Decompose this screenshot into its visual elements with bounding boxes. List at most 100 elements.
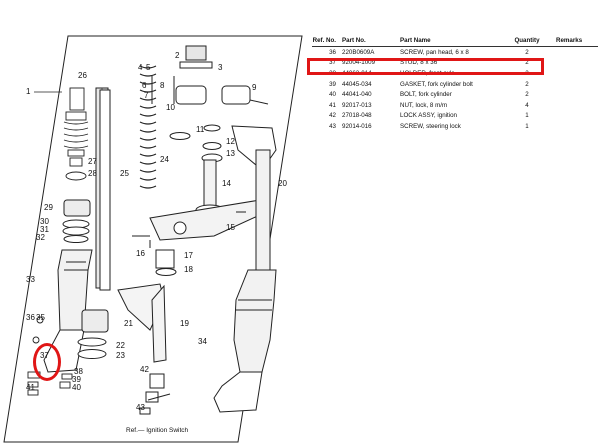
callout-23: 23	[116, 351, 125, 360]
callout-4: 4	[138, 63, 143, 72]
callout-9: 9	[252, 83, 257, 92]
callout-26: 26	[78, 71, 87, 80]
callout-30: 30	[40, 217, 49, 226]
callout-42: 42	[140, 365, 149, 374]
callout-21: 21	[124, 319, 133, 328]
headlight-bracket	[117, 283, 167, 363]
part-no-cell: 92004-1009	[342, 59, 376, 67]
quantity-cell: 4	[525, 101, 529, 109]
part-no-cell: 92017-013	[342, 101, 372, 109]
callout-12: 12	[226, 137, 235, 146]
callout-5: 5	[146, 63, 151, 72]
part-name-cell: STUD, 8 x 36	[400, 59, 438, 67]
part-name-cell: SCREW, steering lock	[400, 122, 461, 130]
callout-13: 13	[226, 149, 235, 158]
part-name-cell: SCREW, pan head, 6 x 8	[400, 48, 469, 56]
callout-3: 3	[218, 63, 223, 72]
callout-19: 19	[180, 319, 189, 328]
header-ref: Ref. No.	[312, 36, 336, 44]
table-row: 42 27018-048 LOCK ASSY, ignition 1	[312, 111, 598, 122]
callout-17: 17	[184, 251, 193, 260]
part-no-cell: 220B0609A	[342, 48, 375, 56]
callout-29: 29	[44, 203, 53, 212]
callout-1: 1	[26, 87, 31, 96]
parts-table-header: Ref. No. Part No. Part Name Quantity Rem…	[312, 34, 598, 47]
ref-cell: 41	[329, 101, 336, 109]
fork-inner-tube	[99, 89, 111, 291]
callout-18: 18	[184, 265, 193, 274]
part-name-cell: LOCK ASSY, ignition	[400, 112, 457, 120]
part-name-cell: BOLT, fork cylinder	[400, 91, 452, 99]
highlight-box	[307, 58, 544, 75]
callout-8: 8	[160, 81, 165, 90]
table-row: 37 92004-1009 STUD, 8 x 36 2	[312, 58, 598, 69]
fork-seals	[62, 199, 91, 243]
highlight-ring	[33, 343, 61, 381]
quantity-cell: 2	[525, 91, 529, 99]
quantity-cell: 2	[525, 48, 529, 56]
table-row: 36 220B0609A SCREW, pan head, 6 x 8 2	[312, 47, 598, 58]
ignition-switch-inset	[139, 373, 171, 415]
stem-hardware	[132, 211, 246, 276]
quantity-cell: 1	[525, 112, 529, 120]
callout-22: 22	[116, 341, 125, 350]
steering-stem	[149, 159, 263, 241]
header-qty: Quantity	[514, 36, 540, 44]
table-row: 43 92014-016 SCREW, steering lock 1	[312, 121, 598, 132]
callout-32: 32	[36, 233, 45, 242]
quantity-cell: 1	[525, 122, 529, 130]
callout-16: 16	[136, 249, 145, 258]
fork-spring	[139, 65, 157, 189]
callout-2: 2	[175, 51, 180, 60]
header-remarks: Remarks	[556, 36, 583, 44]
table-row: 41 92017-013 NUT, lock, 8 m/m 4	[312, 100, 598, 111]
right-fork-assembly	[213, 125, 277, 413]
axle-hardware	[27, 316, 73, 396]
diagram-frame	[3, 35, 303, 443]
callout-41: 41	[26, 383, 35, 392]
ref-cell: 43	[329, 122, 336, 130]
callout-38: 38	[74, 367, 83, 376]
part-no-cell: 44045-034	[342, 80, 372, 88]
callout-25: 25	[120, 169, 129, 178]
inset-caption: Ref.— Ignition Switch	[126, 427, 189, 434]
callout-43: 43	[136, 403, 145, 412]
ref-cell: 39	[329, 80, 336, 88]
callout-33: 33	[26, 275, 35, 284]
dust-rings	[77, 309, 109, 359]
part-no-cell: 92014-016	[342, 122, 372, 130]
ref-cell: 37	[329, 59, 336, 67]
quantity-cell: 2	[525, 59, 529, 67]
callout-15: 15	[226, 223, 235, 232]
callout-39: 39	[72, 375, 81, 384]
part-no-cell: 44041-040	[342, 91, 372, 99]
quantity-cell: 2	[525, 80, 529, 88]
callout-40: 40	[72, 383, 81, 392]
damper-parts	[63, 87, 89, 181]
ref-cell: 36	[329, 48, 336, 56]
part-name-cell: GASKET, fork cylinder bolt	[400, 80, 473, 88]
part-name-cell: NUT, lock, 8 m/m	[400, 101, 448, 109]
steering-head-parts	[151, 45, 269, 163]
ref-cell: 42	[329, 112, 336, 120]
callout-11: 11	[196, 125, 205, 134]
callout-20: 20	[278, 179, 287, 188]
callout-35: 35	[36, 313, 45, 322]
header-part: Part No.	[342, 36, 366, 44]
part-no-cell: 27018-048	[342, 112, 372, 120]
callout-10: 10	[166, 103, 175, 112]
callout-24: 24	[160, 155, 169, 164]
callout-34: 34	[198, 337, 207, 346]
callout-31: 31	[40, 225, 49, 234]
callout-28: 28	[88, 169, 97, 178]
callout-6: 6	[142, 81, 147, 90]
callout-27: 27	[88, 157, 97, 166]
callout-7: 7	[144, 91, 149, 100]
callout-14: 14	[222, 179, 231, 188]
header-name: Part Name	[400, 36, 431, 44]
callout-36: 36	[26, 313, 35, 322]
table-row: 39 44045-034 GASKET, fork cylinder bolt 2	[312, 79, 598, 90]
